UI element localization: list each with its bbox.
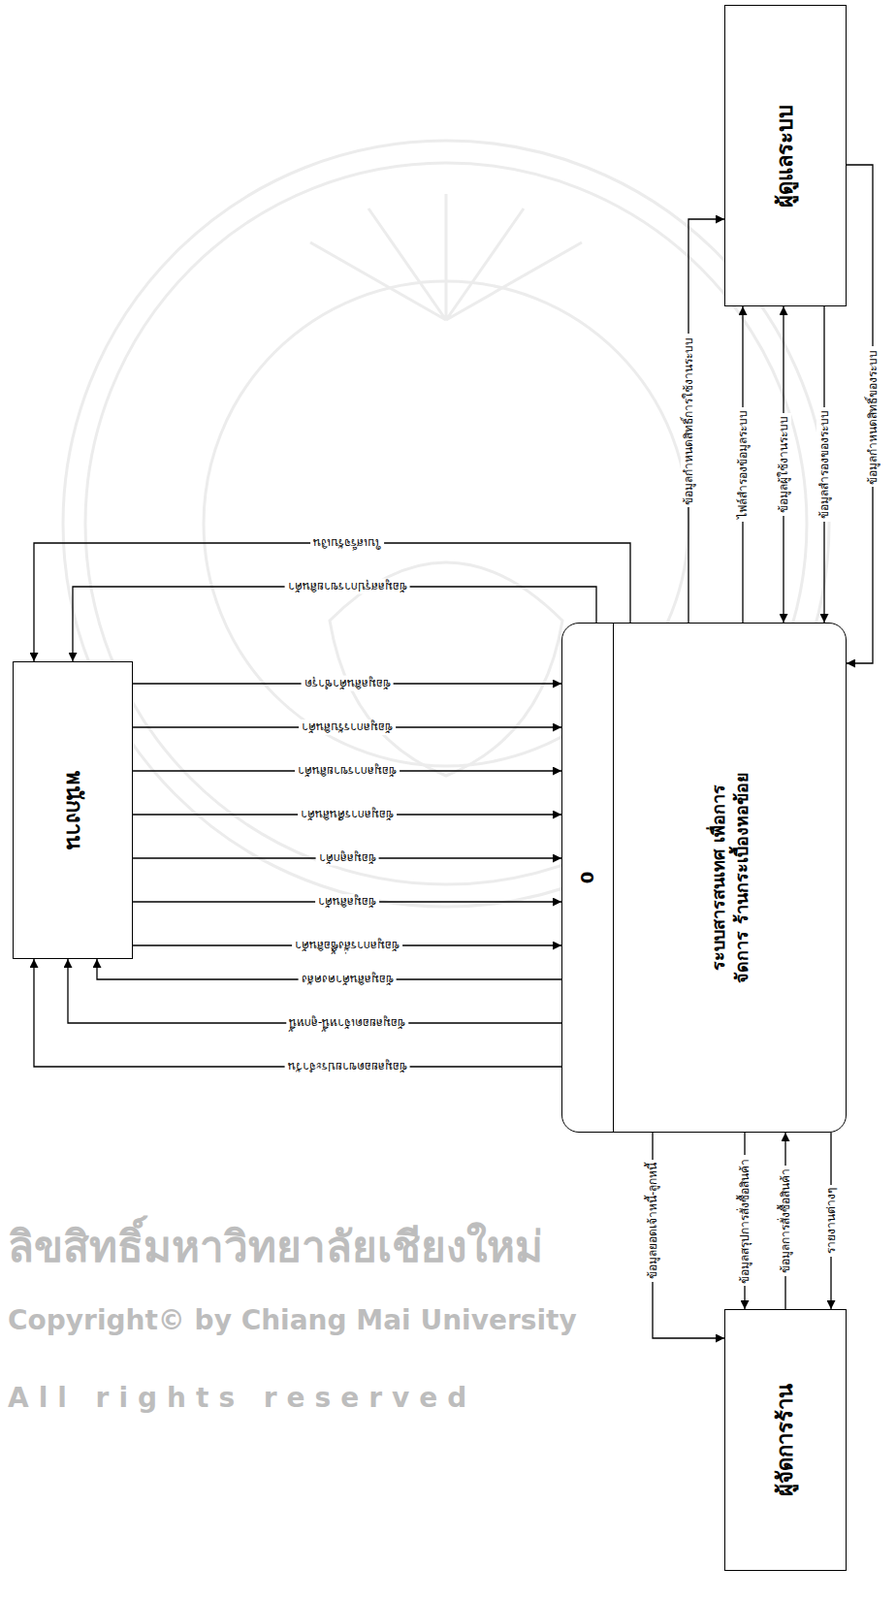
data-flow [67,959,562,1024]
flow-label: ข้อมูลกำหนดสิทธิ์ของระบบ [864,347,881,488]
flow-label: ใบเสร็จรับเงิน [310,535,384,551]
flow-label: ไฟล์สำรองข้อมูลระบบ [735,407,751,522]
process-name: ระบบสารสนเทศ เพื่อการจัดการ ร้านกระเบื้อ… [706,766,753,990]
external-entity: พนักงาน [12,661,133,960]
external-entity: ผู้จัดการร้าน [724,1309,847,1571]
external-entity: ผู้ดูแลระบบ [724,4,847,307]
flow-label: ข้อมูลสรุปการขายสินค้า [285,578,411,595]
process-id-band: 0 [562,623,614,1132]
flow-label: ข้อมูลการคืนสินค้า [297,806,397,823]
data-flow [33,543,631,662]
flow-label: ข้อมูลสำรองของระบบ [816,407,832,522]
entity-name: ผู้จัดการร้าน [771,1383,800,1497]
flow-label: ข้อมูลการขายสินค้า [294,763,400,779]
flow-label: ข้อมูลสรุปการสั่งซื้อสินค้า [736,1155,753,1287]
flow-label: ข้อมูลสินค้าชำรุด [301,675,394,692]
flow-label: ข้อมูลการสั่งซื้อสินค้า [291,937,403,954]
process-box: 0 ระบบสารสนเทศ เพื่อการจัดการ ร้านกระเบื้… [561,622,847,1133]
flow-label: ข้อมูลยอดเจ้าหนี้-ลูกหนี้ [286,1015,409,1031]
flow-label: ข้อมูลผู้ใช้งานระบบ [775,413,792,516]
flow-label: ข้อมูลยอดขายประจำวัน [285,1058,411,1075]
watermark-text: ลิขสิทธิ์มหาวิทยาลัยเชียงใหม่ [7,1212,544,1280]
flow-label: ข้อมูลสินค้า [315,894,380,910]
data-flow [652,1132,725,1339]
watermark-text: Copyright© by Chiang Mai University [7,1304,577,1337]
flow-label: ข้อมูลกำหนดสิทธิ์การใช้งานระบบ [680,334,697,509]
data-flow [72,586,597,662]
flow-label: ข้อมูลลูกค้า [316,850,380,866]
flow-label: รายงานต่างๆ [823,1184,839,1257]
watermark-text: All rights reserved [7,1381,477,1414]
data-flow [33,959,562,1067]
process-body: ระบบสารสนเทศ เพื่อการจัดการ ร้านกระเบื้อ… [613,623,846,1132]
entity-name: พนักงาน [59,770,88,850]
flow-label: ข้อมูลการสั่งซื้อสินค้า [777,1165,794,1277]
flow-label: ข้อมูลสินค้าคงคลัง [298,971,397,988]
flow-label: ข้อมูลยอดเจ้าหนี้-ลูกหนี้ [644,1159,661,1282]
entity-name: ผู้ดูแลระบบ [771,104,800,208]
flow-label: ข้อมูลการรับสินค้า [298,719,396,736]
process-number: 0 [576,871,599,885]
